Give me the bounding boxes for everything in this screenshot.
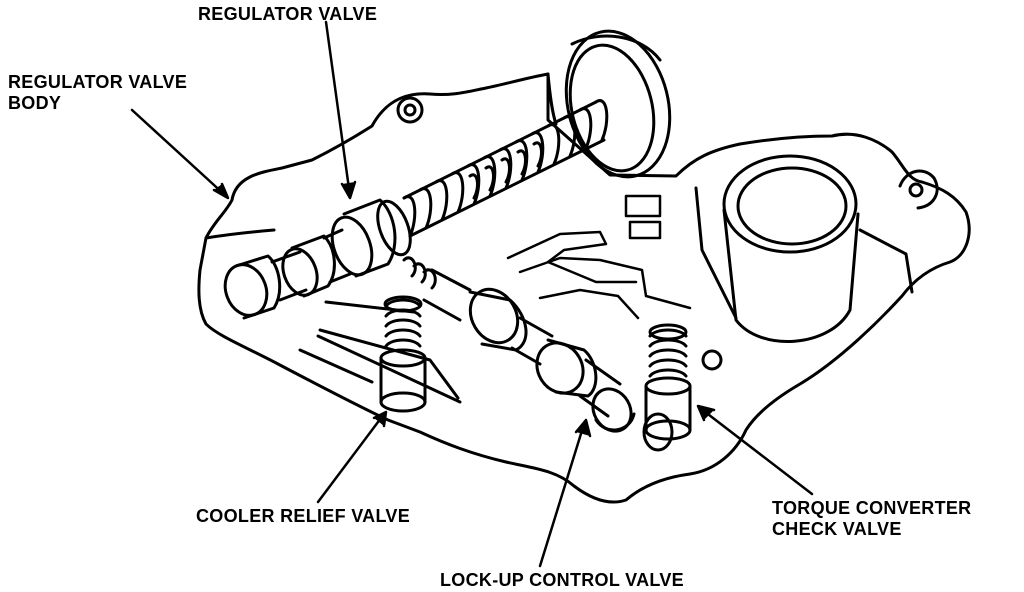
- leader-regulator-valve-body: [130, 108, 228, 198]
- leader-torque-converter-check-valve: [698, 406, 814, 496]
- label-cooler-relief-valve: COOLER RELIEF VALVE: [196, 506, 410, 527]
- label-regulator-valve-body: REGULATOR VALVE BODY: [8, 72, 187, 114]
- leader-lines: [130, 20, 814, 568]
- label-regulator-valve-body-line2: BODY: [8, 93, 62, 113]
- cooler-relief-valve-assembly: [379, 295, 427, 413]
- leader-cooler-relief-valve: [316, 412, 386, 504]
- label-regulator-valve-text: REGULATOR VALVE: [198, 4, 378, 24]
- label-torque-converter-check-valve: TORQUE CONVERTER CHECK VALVE: [772, 498, 972, 540]
- label-regulator-valve: REGULATOR VALVE: [198, 4, 377, 25]
- label-lock-up-control-valve-text: LOCK-UP CONTROL VALVE: [440, 570, 684, 590]
- label-lock-up-control-valve: LOCK-UP CONTROL VALVE: [440, 570, 684, 591]
- leader-lock-up-control-valve: [538, 422, 586, 568]
- label-torque-converter-check-valve-line1: TORQUE CONVERTER: [772, 498, 972, 518]
- label-regulator-valve-body-line1: REGULATOR VALVE: [8, 72, 188, 92]
- label-cooler-relief-valve-text: COOLER RELIEF VALVE: [196, 506, 411, 526]
- lock-up-control-valve-spool: [402, 256, 636, 433]
- leader-regulator-valve: [324, 20, 352, 198]
- label-torque-converter-check-valve-line2: CHECK VALVE: [772, 519, 902, 539]
- torque-converter-check-valve-assembly: [642, 323, 692, 452]
- regulator-valve-spool: [223, 99, 609, 320]
- regulator-end-cap: [564, 29, 672, 179]
- fluid-passages: [506, 194, 692, 320]
- torque-converter-housing: [694, 154, 914, 343]
